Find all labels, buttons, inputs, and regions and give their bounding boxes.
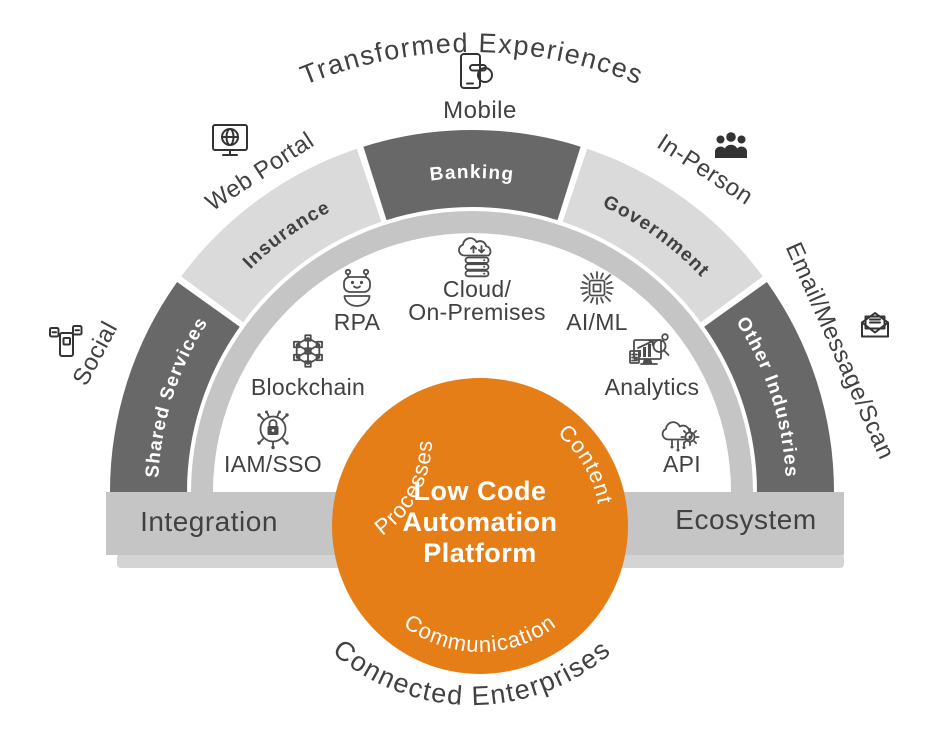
- label-api: API: [663, 451, 701, 477]
- label-blockchain: Blockchain: [251, 374, 365, 400]
- segment-shared-services: [110, 282, 240, 492]
- label-mobile: Mobile: [443, 97, 517, 124]
- label-integration: Integration: [140, 506, 278, 537]
- label-social: Social: [67, 317, 123, 390]
- label-cloud-line1: Cloud/: [443, 276, 512, 302]
- segment-other-industries: [704, 282, 834, 492]
- segment-insurance: [181, 148, 382, 323]
- segment-label-banking: Banking: [429, 162, 516, 186]
- cloud-on-premises-icon: [458, 237, 492, 278]
- blockchain-icon: [293, 334, 323, 368]
- analytics-icon: [629, 333, 670, 365]
- label-rpa: RPA: [334, 309, 381, 335]
- label-cloud-line2: On-Premises: [408, 299, 546, 325]
- label-aiml: AI/ML: [566, 309, 628, 335]
- iam-sso-lock-icon: [257, 410, 289, 450]
- label-ecosystem: Ecosystem: [675, 504, 816, 535]
- label-iam-sso: IAM/SSO: [224, 451, 322, 477]
- platform-title-line2: Automation: [403, 507, 558, 537]
- segment-government: [562, 148, 763, 323]
- rpa-robot-icon: [343, 268, 371, 307]
- api-gear-cloud-icon: [661, 421, 700, 452]
- mobile-touch-icon: [460, 53, 493, 89]
- platform-title-line3: Platform: [423, 538, 537, 568]
- social-media-icon: [49, 325, 83, 357]
- platform-circle: [332, 378, 628, 674]
- platform-title-line1: Low Code: [414, 476, 547, 506]
- email-envelope-icon: [861, 312, 889, 338]
- top-curved-title: Transformed Experiences: [296, 28, 648, 91]
- ai-ml-chip-icon: [580, 271, 614, 305]
- segment-banking: [363, 130, 581, 221]
- web-portal-icon: [212, 124, 248, 156]
- label-analytics: Analytics: [605, 374, 700, 400]
- in-person-people-icon: [715, 132, 747, 158]
